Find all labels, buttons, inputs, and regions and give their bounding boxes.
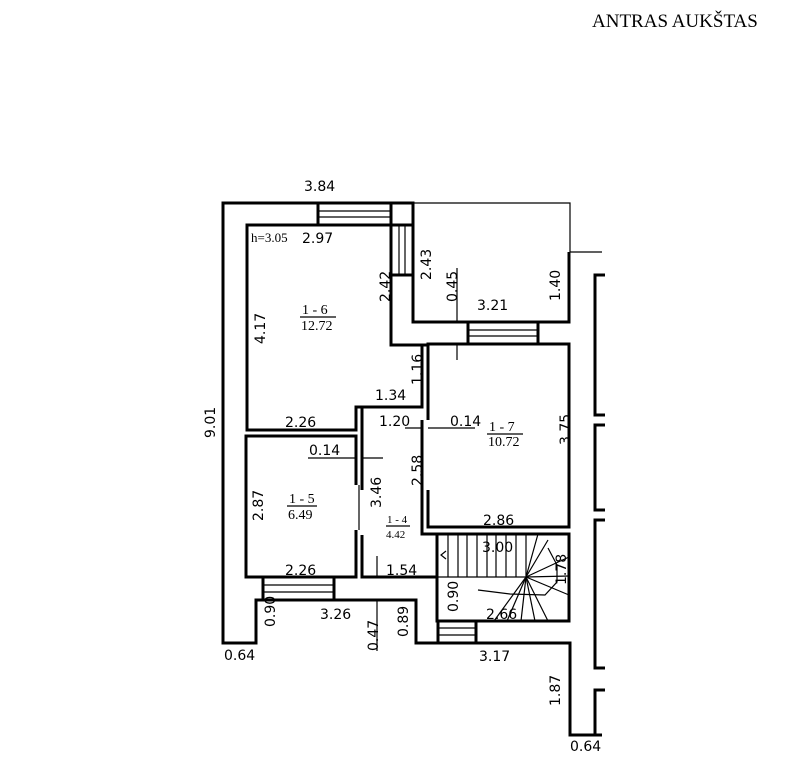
room-1-4-number: 1 - 4: [387, 514, 408, 526]
dim-bottom-step: 0.89: [396, 606, 412, 637]
dim-balcony-wall: 0.45: [445, 271, 461, 302]
dim-left-corner: 0.64: [224, 648, 255, 664]
dim-wall-r15: 0.14: [309, 443, 340, 459]
plan-title: ANTRAS AUKŠTAS: [592, 10, 758, 32]
room-1-6-number: 1 - 6: [302, 303, 328, 318]
walls: [221, 201, 605, 737]
dim-overall-height: 9.01: [203, 407, 219, 438]
dim-r17-door-wall: 2.58: [410, 455, 426, 486]
dim-top-overall: 3.84: [304, 179, 335, 195]
dim-win-v-right: 2.43: [419, 249, 435, 280]
dim-win-v-left: 2.42: [378, 271, 394, 302]
dim-right-corner: 0.64: [570, 739, 601, 755]
dim-balcony-width: 3.21: [477, 298, 508, 314]
column: [389, 201, 415, 227]
dim-stair-width: 3.00: [482, 540, 513, 556]
room-1-4-area: 4.42: [386, 529, 405, 541]
dim-stair-landing: 0.90: [446, 581, 462, 612]
dim-bottom-right: 3.17: [479, 649, 510, 665]
dim-bottom-mid: 3.26: [320, 607, 351, 623]
room-1-5-area: 6.49: [288, 508, 313, 523]
dim-r17-height: 3.75: [558, 414, 574, 445]
dim-hall-width: 1.20: [379, 414, 410, 430]
dim-right-leg: 1.87: [548, 675, 564, 706]
dim-hall-wall: 1.16: [410, 354, 426, 385]
dim-r14-bottom: 1.54: [386, 563, 417, 579]
dim-balcony-depth: 1.40: [548, 270, 564, 301]
dim-r16-height: 4.17: [253, 313, 269, 344]
dim-bottom-wall: 0.47: [366, 620, 382, 651]
dim-r15-height: 2.87: [251, 490, 267, 521]
dim-r16-top: 2.97: [302, 231, 333, 247]
dim-r15-bottom: 2.26: [285, 563, 316, 579]
room-1-7-area: 10.72: [488, 435, 520, 450]
dim-stair-lower: 2.66: [486, 607, 517, 623]
height-note: h=3.05: [251, 230, 288, 245]
room-1-6-area: 12.72: [301, 319, 333, 334]
stair-steps: [437, 533, 570, 622]
dim-wall-r17: 0.14: [450, 414, 481, 430]
room-1-5-number: 1 - 5: [289, 492, 315, 507]
dim-left-bottom-wall: 0.90: [263, 596, 279, 627]
dim-stair-depth: 1.78: [554, 554, 570, 585]
room-1-7-number: 1 - 7: [489, 420, 515, 435]
dim-r14-height: 3.46: [369, 477, 385, 508]
dim-hall-top: 1.34: [375, 388, 406, 404]
dim-r17-bottom: 2.86: [483, 513, 514, 529]
dim-r16-bottom: 2.26: [285, 415, 316, 431]
labels: 3.84 h=3.05 2.97 2.43 2.42 0.45 3.21 1.4…: [203, 179, 601, 755]
